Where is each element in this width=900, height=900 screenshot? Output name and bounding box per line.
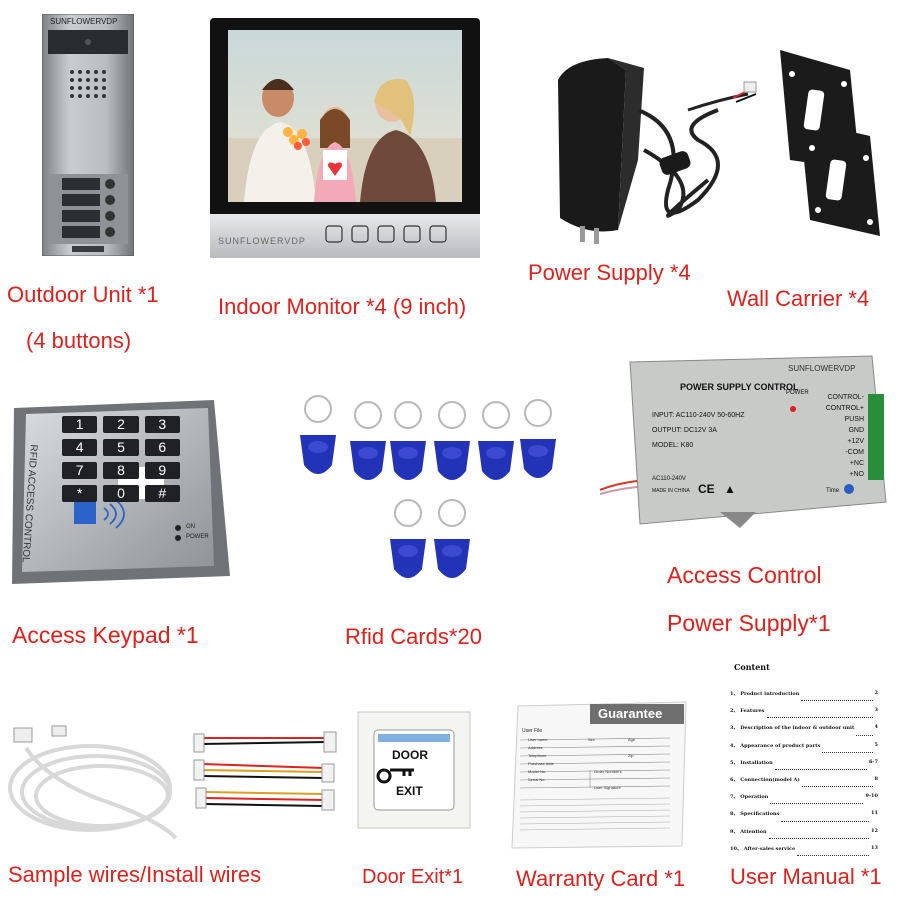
manual-toc-item: 4、 Appearance of product parts 5 [730,742,878,759]
door-exit-line2: EXIT [396,784,423,798]
manual-toc-item: 9、 Attention 12 [730,828,878,845]
terminal-label: CONTROL- [827,394,864,401]
terminal-label: GND [848,427,864,434]
terminal-label: +NO [849,471,864,478]
terminal-label: CONTROL+ [825,405,864,412]
manual-toc-item: 10、 After-sales service 13 [730,845,878,862]
access-power-model: MODEL: K80 [652,442,694,449]
power-adapter-image [548,40,768,250]
warranty-field: User name [528,737,548,742]
keypad-key[interactable]: 2 [103,416,139,433]
keypad-key[interactable]: 5 [103,439,139,456]
door-exit-button-image: DOOR EXIT [356,710,472,830]
indoor-monitor-caption: Indoor Monitor *4 (9 inch) [218,294,467,319]
keypad-key[interactable]: 8 [103,462,139,479]
manual-toc-item: 5、 Installation 6-7 [730,759,878,776]
warranty-field: Telephone [528,753,547,758]
manual-toc-item: 3、 Description of the indoor & outdoor u… [730,724,878,741]
terminal-label: +NC [849,460,864,467]
wall-carrier-image [770,50,890,250]
keypad-key[interactable]: 6 [144,439,180,456]
access-power-terminals: CONTROL- CONTROL+ PUSH GND +12V -COM +NC… [812,392,864,480]
terminal-label: PUSH [844,416,864,423]
wall-carrier-caption: Wall Carrier *4 [727,286,870,311]
access-power-time-label: Time [826,488,840,494]
outdoor-unit-caption: Outdoor Unit *1 [7,282,159,307]
access-keypad-caption: Access Keypad *1 [12,622,199,648]
manual-heading: Content [734,662,770,672]
terminal-label: +12V [847,438,864,445]
wires-caption: Sample wires/Install wires [8,862,262,887]
warranty-field: Model No. [528,769,547,774]
rfid-cards-image [290,395,570,595]
access-power-caption-1: Access Control [667,562,822,588]
wires-image [6,708,346,858]
access-power-led-label: POWER [786,390,809,396]
warranty-caption: Warranty Card *1 [516,866,686,891]
keypad-key[interactable]: * [62,485,98,502]
access-power-title: POWER SUPPLY CONTROL [680,382,799,392]
keypad-power-label: POWER [186,534,209,540]
manual-toc: 1、 Product introduction 2 2、 Features 3 … [730,690,878,862]
manual-toc-item: 8、 Specifications 11 [730,810,878,827]
keypad-on-label: ON [186,524,195,530]
warning-icon: ▲ [724,482,736,496]
access-power-input: INPUT: AC110-240V 50-60HZ [652,412,745,419]
outdoor-unit-brand: SUNFLOWERVDP [50,17,118,26]
keypad-key[interactable]: 0 [103,485,139,502]
keypad-key[interactable]: 3 [144,416,180,433]
user-manual-page: Content 1、 Product introduction 2 2、 Fea… [722,660,882,860]
warranty-field: Purchase date [528,761,554,766]
door-exit-caption: Door Exit*1 [362,866,464,888]
warranty-field: Sex [588,737,595,742]
warranty-field: Age [628,737,636,742]
rfid-cards-caption: Rfid Cards*20 [345,624,482,649]
keypad-key[interactable]: # [144,485,180,502]
outdoor-unit-caption-buttons: (4 buttons) [26,328,132,353]
warranty-field: Zip [628,753,634,758]
power-supply-caption: Power Supply *4 [528,260,691,285]
access-power-ce: CE [698,482,715,496]
indoor-monitor-brand: SUNFLOWERVDP [218,236,306,246]
warranty-card-image: Guarantee User File User name Sex Age Ad… [510,700,690,850]
keypad-grid: 1 2 3 4 5 6 7 8 9 * 0 # [62,416,180,502]
access-power-ac-label: AC110-240V [652,476,686,482]
access-power-caption-2: Power Supply*1 [667,610,831,636]
time-knob-icon [844,484,854,494]
manual-toc-item: 1、 Product introduction 2 [730,690,878,707]
indoor-monitor-image: SUNFLOWERVDP [210,18,480,258]
user-manual-caption: User Manual *1 [730,864,882,889]
access-power-box: SUNFLOWERVDP POWER SUPPLY CONTROL POWER … [600,352,890,530]
terminal-label: -COM [845,449,864,456]
access-power-led [790,406,796,412]
warranty-title: Guarantee [598,706,663,721]
warranty-user-file: User File [522,728,543,734]
warranty-field: Serial No. [528,777,546,782]
keypad-key[interactable]: 1 [62,416,98,433]
access-power-output: OUTPUT: DC12V 3A [652,427,717,434]
access-keypad-image: 1 2 3 4 5 6 7 8 9 * 0 # RFID ACCESS CONT… [8,398,234,588]
access-power-made-in: MADE IN CHINA [652,488,690,494]
keypad-key[interactable]: 4 [62,439,98,456]
manual-toc-item: 7、 Operation 9-10 [730,793,878,810]
manual-toc-item: 2、 Features 3 [730,707,878,724]
warranty-field: Order Numbers [594,769,622,774]
keypad-key[interactable]: 7 [62,462,98,479]
warranty-field: Address [528,745,543,750]
manual-toc-item: 6、 Connection(model A) 8 [730,776,878,793]
keypad-key[interactable]: 9 [144,462,180,479]
outdoor-unit-image: SUNFLOWERVDP [41,13,135,257]
door-exit-line1: DOOR [392,748,428,762]
warranty-field: User Signature [594,785,621,790]
access-power-brand: SUNFLOWERVDP [788,364,856,373]
